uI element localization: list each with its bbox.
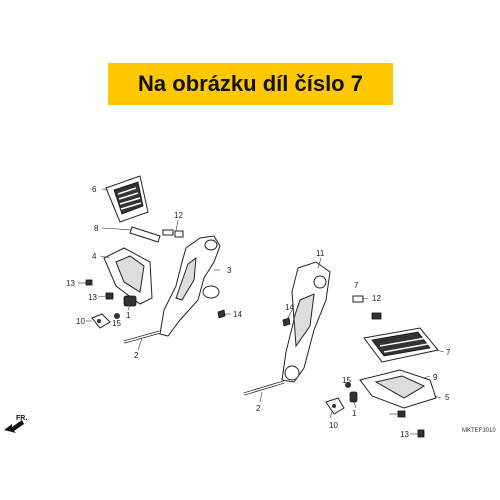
part-11-main-bracket (281, 261, 331, 383)
callout-3: 3 (227, 266, 232, 275)
callout-12-left: 12 (174, 211, 183, 220)
callout-13-a: 13 (66, 279, 75, 288)
callout-10-right: 10 (329, 421, 338, 430)
callout-11: 11 (316, 249, 325, 258)
part-1-spring-right (349, 391, 358, 403)
callout-15-right: 15 (342, 376, 351, 385)
banner-text: Na obrázku díl číslo 7 (138, 71, 363, 96)
callout-8: 8 (94, 224, 99, 233)
callout-1-right: 1 (352, 409, 357, 418)
part-number-banner: Na obrázku díl číslo 7 (108, 63, 393, 105)
part-10-bracket (91, 313, 111, 329)
part-8-plate (129, 226, 161, 243)
callout-12-right: 12 (372, 294, 381, 303)
diagram-code: MKTEF3010 (462, 428, 496, 434)
callout-2-left: 2 (134, 351, 139, 360)
callout-7-top: 7 (354, 281, 359, 290)
part-12-bolts (162, 229, 184, 238)
part-13-bolt-a (85, 279, 93, 286)
callout-10-left: 10 (76, 317, 85, 326)
part-4-footpeg-bracket (103, 247, 153, 307)
callout-9: 9 (433, 373, 438, 382)
callout-13-c: 13 (400, 430, 409, 439)
part-2-long-bolt-left (123, 330, 161, 344)
callout-14-right: 14 (285, 303, 294, 312)
callout-2-right: 2 (256, 404, 261, 413)
callout-13-b: 13 (88, 293, 97, 302)
part-2-long-bolt-right (243, 380, 285, 396)
callout-1-left: 1 (126, 311, 131, 320)
front-direction-arrow-icon (4, 420, 24, 433)
leader-lines (78, 188, 445, 435)
part-15-pin (114, 313, 120, 319)
callout-14-left: 14 (233, 310, 242, 319)
callout-5: 5 (445, 393, 450, 402)
callout-6: 6 (92, 185, 97, 194)
callout-4: 4 (92, 252, 97, 261)
part-10-bracket-right (325, 397, 345, 415)
part-9-footpeg-bracket (359, 369, 437, 409)
front-direction-label: FR. (16, 415, 27, 422)
callout-15-left: 15 (112, 319, 121, 328)
part-14-clip-left (217, 309, 226, 319)
part-14-clip-right (282, 317, 291, 327)
part-3-main-bracket (159, 235, 221, 337)
part-7-footpeg-pad (363, 327, 439, 363)
part-13-bolt-b (105, 292, 114, 300)
part-6-footpeg-pad (105, 175, 149, 223)
callout-7-right: 7 (446, 348, 451, 357)
